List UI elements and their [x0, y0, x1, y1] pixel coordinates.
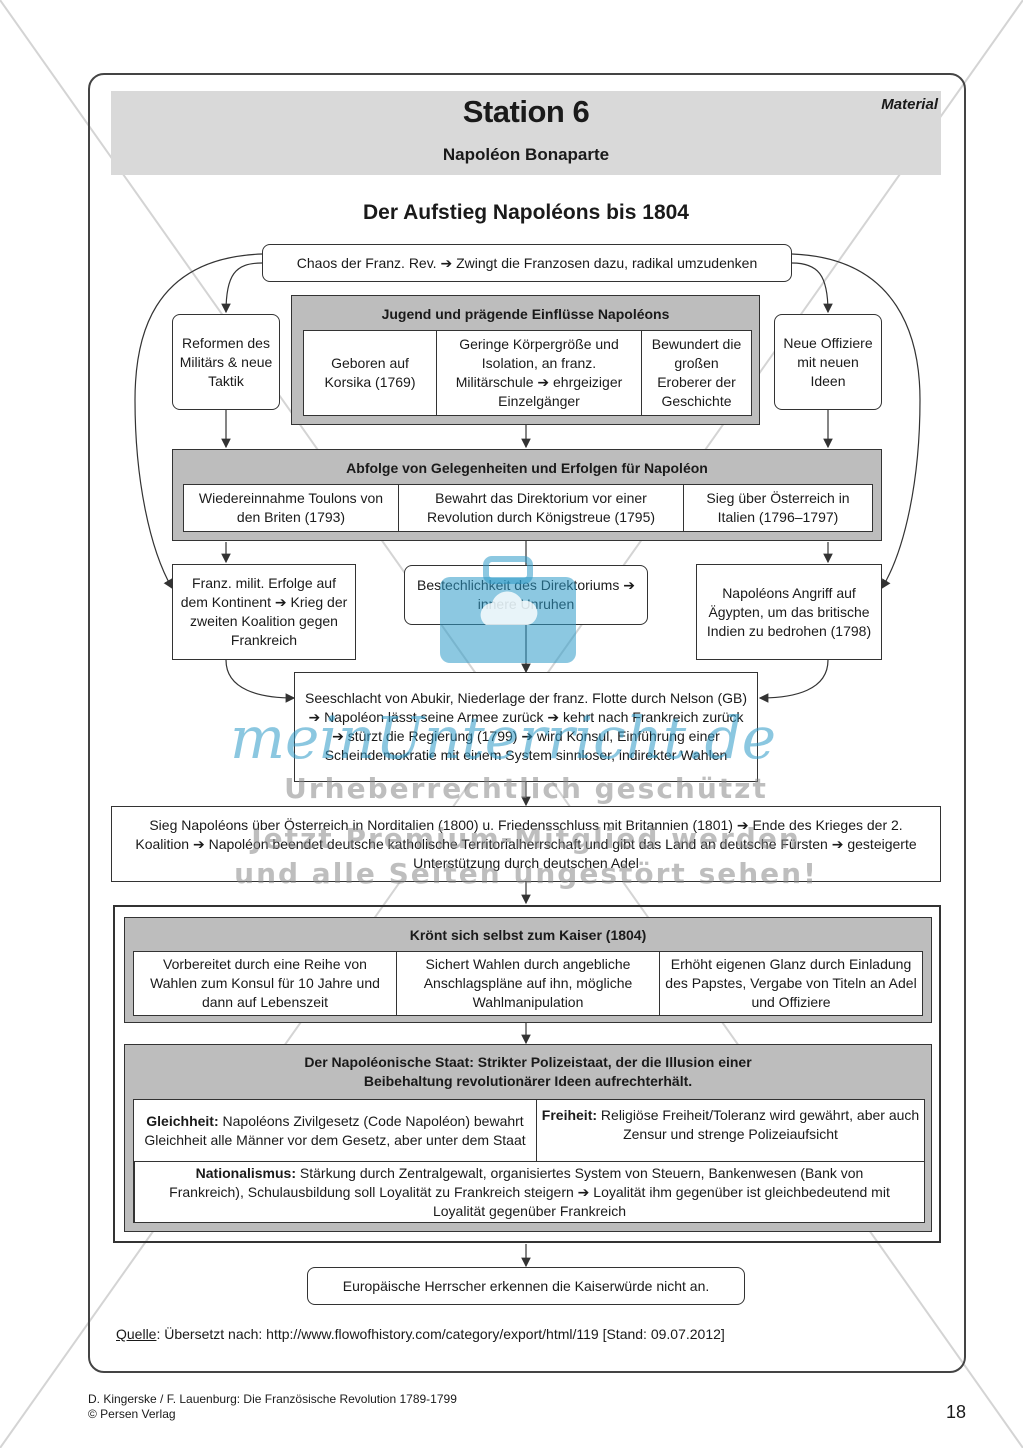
source-line: Quelle: Übersetzt nach: http://www.flowo… [116, 1326, 725, 1342]
kaiser-cell: Vorbereitet durch eine Reihe von Wahlen … [150, 956, 380, 1010]
footer-publisher: © Persen Verlag [88, 1407, 176, 1421]
sieg-box: Sieg Napoléons über Österreich in Nordit… [111, 806, 941, 882]
gleichheit-text: Napoléons Zivilgesetz (Code Napoléon) be… [144, 1112, 526, 1148]
abfolge-group: Abfolge von Gelegenheiten und Erfolgen f… [172, 449, 882, 541]
freiheit-label: Freiheit: [541, 1107, 598, 1123]
jugend-cell: Geboren auf Korsika (1769) [324, 355, 416, 390]
staat-group: Der Napoléonische Staat: Strikter Polize… [124, 1044, 932, 1232]
kaiser-cell: Sichert Wahlen durch angebliche Anschlag… [396, 952, 659, 1015]
source-label: Quelle [116, 1326, 157, 1342]
offiziere-box: Neue Offiziere mit neuen Ideen [774, 314, 882, 410]
watermark-line2: Jetzt Premium-Mitglied werden [251, 822, 801, 855]
abukir-box: Seeschlacht von Abukir, Niederlage der f… [294, 672, 758, 782]
main-title: Der Aufstieg Napoléons bis 1804 [363, 201, 689, 224]
gleichheit-label: Gleichheit: [146, 1112, 219, 1129]
jugend-group: Jugend und prägende Einflüsse Napoléons … [291, 295, 760, 425]
station-title: Station 6 [462, 94, 590, 129]
briefcase-cloud-icon [440, 556, 576, 663]
staat-title-line2: Beibehaltung revolutionärer Ideen aufrec… [363, 1073, 693, 1089]
page-frame [88, 73, 966, 1373]
reformen-box: Reformen des Militärs & neue Taktik [172, 314, 280, 410]
kaiser-cell: Erhöht eigenen Glanz durch Einladung des… [659, 952, 922, 1015]
station-subtitle: Napoléon Bonaparte [442, 145, 610, 164]
header-band [111, 91, 941, 175]
kaiser-title: Krönt sich selbst zum Kaiser (1804) [409, 927, 647, 943]
watermark-line3: und alle Seiten ungestört sehen! [234, 857, 818, 890]
europa-box: Europäische Herrscher erkennen die Kaise… [307, 1267, 745, 1305]
staat-title-line1: Der Napoléonische Staat: Strikter Polize… [304, 1054, 752, 1070]
chaos-box: Chaos der Franz. Rev. ➔ Zwingt die Franz… [262, 244, 792, 282]
abfolge-cell: Bewahrt das Direktorium vor einer Revolu… [398, 485, 683, 531]
jugend-cell: Geringe Körpergröße und Isolation, an fr… [436, 331, 641, 415]
watermark-brand: meinUnterricht.de [230, 704, 777, 772]
nationalismus-label: Nationalismus: [195, 1164, 297, 1181]
jugend-cell: Bewundert die großen Eroberer der Geschi… [641, 331, 751, 415]
page-number: 18 [945, 1402, 966, 1422]
jugend-row: Geboren auf Korsika (1769) Geringe Körpe… [303, 330, 752, 416]
source-text: : Übersetzt nach: http://www.flowofhisto… [156, 1326, 725, 1342]
staat-table: Gleichheit: Napoléons Zivilgesetz (Code … [133, 1099, 925, 1223]
jugend-title: Jugend und prägende Einflüsse Napoléons [381, 306, 670, 322]
footer-authors: D. Kingerske / F. Lauenburg: Die Französ… [88, 1392, 457, 1406]
erfolge-box: Franz. milit. Erfolge auf dem Kontinent … [172, 564, 356, 660]
abfolge-cell: Sieg über Österreich in Italien (1796–17… [683, 485, 872, 531]
abfolge-title: Abfolge von Gelegenheiten und Erfolgen f… [346, 460, 708, 476]
watermark-line1: Urheberrechtlich geschützt [284, 772, 768, 805]
abfolge-row: Wiedereinnahme Toulons von den Briten (1… [183, 484, 873, 532]
kaiser-row: Vorbereitet durch eine Reihe von Wahlen … [133, 951, 923, 1016]
kaiser-group: Krönt sich selbst zum Kaiser (1804) Vorb… [124, 917, 932, 1023]
freiheit-cell: Freiheit: Religiöse Freiheit/Toleranz wi… [536, 1100, 924, 1161]
staat-title: Der Napoléonische Staat: Strikter Polize… [125, 1053, 931, 1091]
gleichheit-cell: Gleichheit: Napoléons Zivilgesetz (Code … [134, 1100, 536, 1161]
abfolge-cell: Wiedereinnahme Toulons von den Briten (1… [198, 490, 384, 525]
nationalismus-cell: Nationalismus: Stärkung durch Zentralgew… [134, 1162, 924, 1222]
kaiser-frame: Krönt sich selbst zum Kaiser (1804) Vorb… [113, 905, 941, 1243]
nationalismus-text: Stärkung durch Zentralgewalt, organisier… [169, 1164, 890, 1219]
aegypten-box: Napoléons Angriff auf Ägypten, um das br… [696, 564, 882, 660]
freiheit-text: Religiöse Freiheit/Toleranz wird gewährt… [600, 1107, 920, 1142]
material-label: Material [881, 96, 938, 113]
staat-row: Gleichheit: Napoléons Zivilgesetz (Code … [134, 1100, 924, 1162]
